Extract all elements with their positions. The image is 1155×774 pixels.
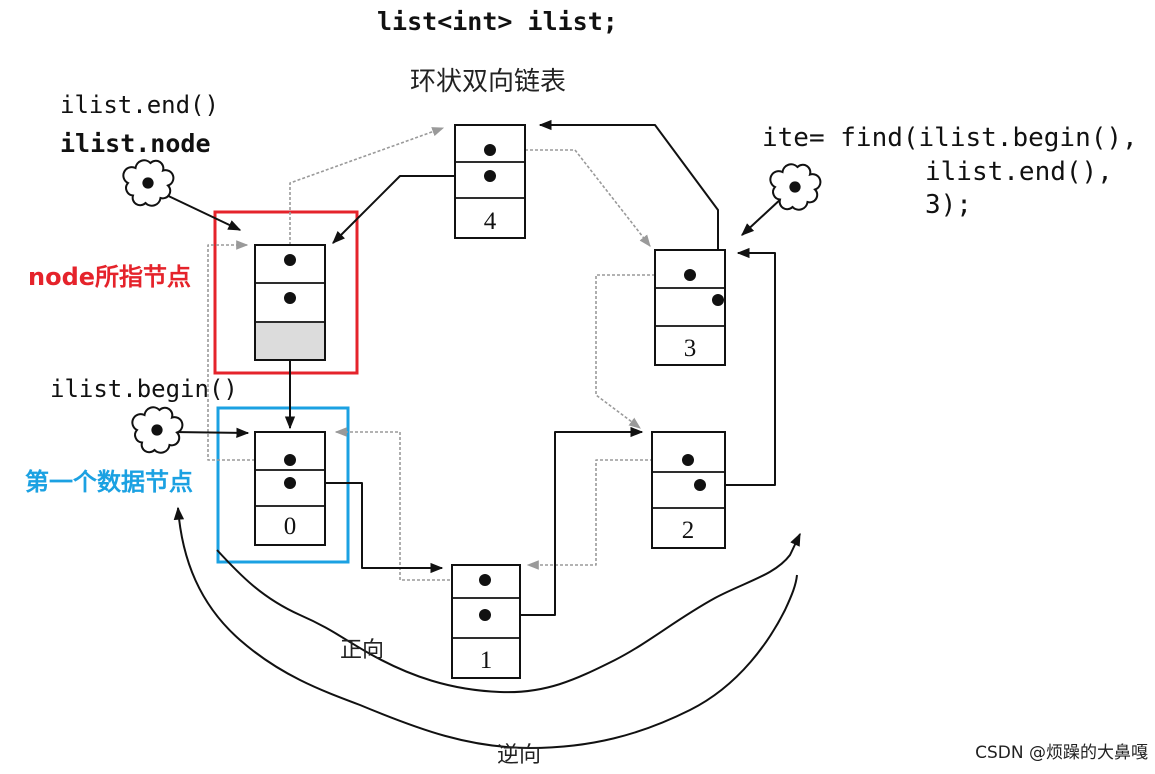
link-node-3-to-node-2 xyxy=(595,274,690,429)
cloud-pointer-icon xyxy=(122,159,175,207)
next-pointer-dot xyxy=(479,609,491,621)
list-node-0: 0 xyxy=(254,431,326,546)
backward-direction-label: 逆向 xyxy=(497,743,541,768)
list-node-4: 4 xyxy=(454,124,526,239)
list-node-3: 3 xyxy=(654,249,726,366)
node-value: 0 xyxy=(284,513,297,540)
node-pointed-annotation: node所指节点 xyxy=(28,263,191,291)
next-pointer-dot xyxy=(284,292,296,304)
list-declaration: list<int> ilist; xyxy=(377,7,618,36)
find-call-line-1: ite= find(ilist.begin(), xyxy=(762,123,1138,153)
empty-data-field xyxy=(256,323,324,359)
prev-pointer-dot xyxy=(682,454,694,466)
list-node-1: 1 xyxy=(451,564,521,679)
node-box xyxy=(651,431,726,549)
cloud-pointer-icon xyxy=(769,163,822,211)
node-value: 4 xyxy=(484,208,497,235)
node-box xyxy=(451,564,521,679)
link-end-to-node-4 xyxy=(289,127,445,260)
list-node-2: 2 xyxy=(651,431,726,549)
node-value: 1 xyxy=(480,647,493,674)
prev-pointer-dot xyxy=(479,574,491,586)
node-member-label: ilist.node xyxy=(60,129,211,158)
end-call-label: ilist.end() xyxy=(60,91,219,119)
begin-call-label: ilist.begin() xyxy=(50,375,238,403)
diagram-caption: 环状双向链表 xyxy=(410,67,566,97)
node-value: 3 xyxy=(684,335,697,362)
link-node-2-to-node-1 xyxy=(526,459,688,570)
node-highlight-box xyxy=(213,210,359,375)
node-box xyxy=(254,431,326,546)
link-node-2-to-node-3 xyxy=(700,247,776,486)
forward-direction-arrow xyxy=(216,532,801,694)
begin-pointer-arrow xyxy=(172,427,250,439)
prev-pointer-dot xyxy=(484,170,496,182)
ite-pointer-arrow xyxy=(741,196,784,236)
find-call-line-2: ilist.end(), xyxy=(925,157,1113,187)
node-value: 2 xyxy=(682,517,695,544)
backward-direction-arrow xyxy=(173,506,798,750)
next-pointer-dot xyxy=(284,477,296,489)
link-node-0-to-end xyxy=(207,240,290,461)
end-pointer-arrow xyxy=(159,191,242,231)
find-call-line-3: 3); xyxy=(925,190,972,220)
link-node-4-to-node-3 xyxy=(490,149,651,247)
list-node-end xyxy=(254,244,326,361)
prev-pointer-dot xyxy=(712,294,724,306)
cloud-pointer-icon xyxy=(131,406,184,454)
watermark: CSDN @烦躁的大鼻嘎 xyxy=(975,743,1148,763)
next-pointer-dot xyxy=(694,479,706,491)
forward-direction-label: 正向 xyxy=(340,638,384,663)
prev-pointer-dot xyxy=(284,254,296,266)
next-pointer-dot xyxy=(684,269,696,281)
link-node-1-to-node-0 xyxy=(334,427,485,581)
first-data-node-annotation: 第一个数据节点 xyxy=(25,468,193,496)
next-pointer-dot xyxy=(484,144,496,156)
first-node-highlight-box xyxy=(216,406,350,564)
prev-pointer-dot xyxy=(284,454,296,466)
